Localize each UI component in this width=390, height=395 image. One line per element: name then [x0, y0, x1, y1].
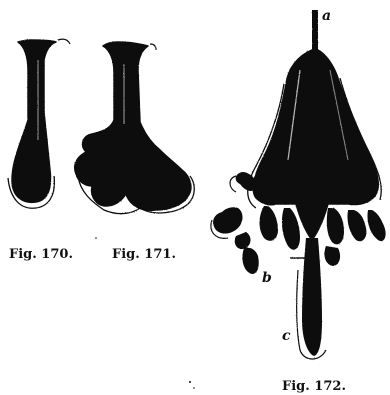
fig-170-caption: Fig. 170.	[9, 247, 73, 262]
speck	[189, 381, 191, 383]
speck	[95, 237, 97, 239]
fig-171-drawing	[75, 42, 195, 214]
fig-172-drawing	[211, 10, 386, 359]
fig-171-caption: Fig. 171.	[112, 247, 176, 262]
fig-172-caption: Fig. 172.	[282, 379, 346, 394]
label-b: b	[262, 270, 272, 286]
label-a: a	[322, 8, 331, 24]
label-c: c	[282, 328, 291, 344]
fig-170-drawing	[8, 39, 70, 208]
speck	[193, 387, 195, 389]
